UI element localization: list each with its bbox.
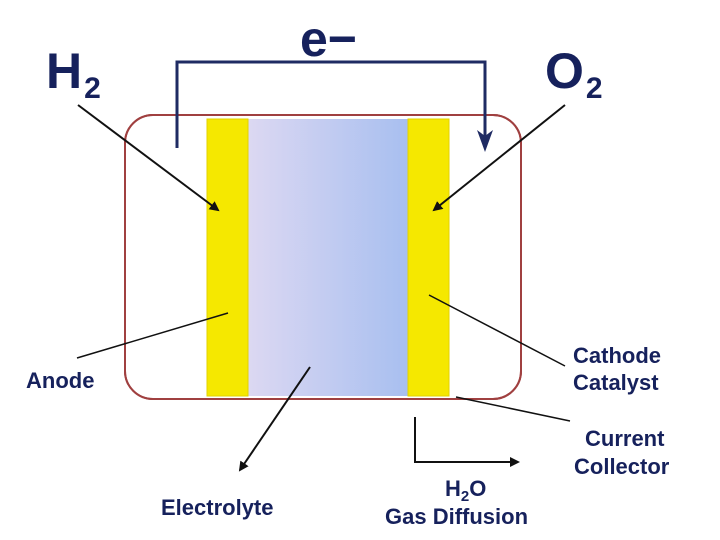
- electrolyte-arrow: [238, 366, 311, 472]
- electrolyte-label: Electrolyte: [161, 495, 274, 520]
- anode-label: Anode: [26, 368, 94, 393]
- gas-diffusion-label: Gas Diffusion: [385, 504, 528, 529]
- electrolyte-region: [248, 119, 408, 396]
- cell-border: [124, 114, 522, 400]
- oxygen-label: O2: [545, 43, 603, 105]
- water-label: H2O: [445, 476, 486, 505]
- collector-label: Collector: [574, 454, 670, 479]
- cathode-label: Cathode: [573, 343, 661, 368]
- hydrogen-arrow: [77, 104, 220, 212]
- current-collector-leader: [455, 396, 571, 422]
- anode-leader: [76, 312, 229, 359]
- circuit-arrowhead: [477, 130, 493, 152]
- hydrogen-label: H2: [46, 43, 101, 105]
- water-outflow-arrow: [414, 417, 520, 467]
- current-label: Current: [585, 426, 665, 451]
- electron-label: e−: [300, 11, 357, 67]
- catalyst-label: Catalyst: [573, 370, 659, 395]
- anode-layer: [206, 118, 249, 397]
- external-circuit: [175, 60, 487, 148]
- cathode-layer: [407, 118, 450, 397]
- cathode-catalyst-leader: [428, 294, 566, 367]
- oxygen-arrow: [432, 104, 566, 212]
